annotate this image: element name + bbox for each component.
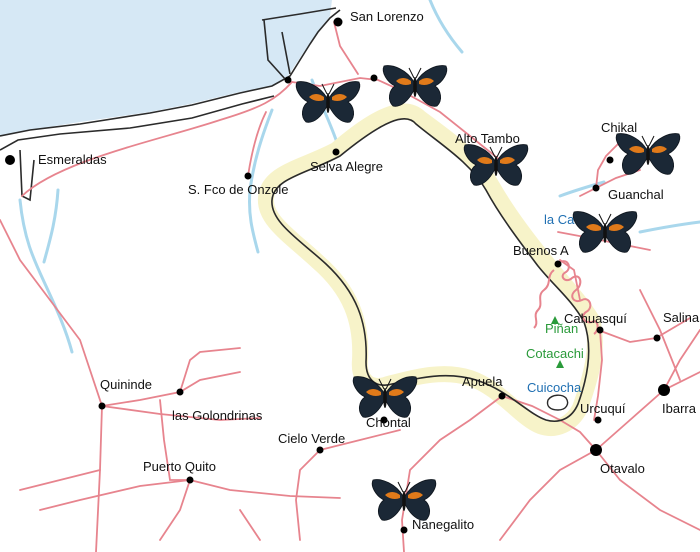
label-otavalo: Otavalo — [600, 461, 645, 476]
town-dot-icon — [658, 384, 670, 396]
town-dot-icon — [333, 17, 343, 27]
study-range-outline — [271, 118, 590, 422]
label-pinan: Piñan — [545, 321, 579, 336]
butterfly-icon[interactable] — [351, 375, 419, 421]
label-esmeraldas: Esmeraldas — [38, 152, 107, 167]
coastline-estuary-north — [261, 7, 337, 81]
town-dot-icon — [370, 74, 378, 82]
town-dot-icon — [244, 172, 252, 180]
town-dot-icon — [284, 76, 292, 84]
town-dot-icon — [380, 416, 388, 424]
road-network — [0, 21, 700, 552]
label-las-golondrinas: las Golondrinas — [172, 408, 263, 423]
ridge-boundary — [533, 260, 599, 335]
butterfly-icon[interactable] — [381, 64, 449, 110]
label-cuicocha: Cuicocha — [527, 380, 582, 395]
town-dot-icon — [98, 402, 106, 410]
butterfly-icon[interactable] — [571, 210, 639, 256]
label-apuela: Apuela — [462, 374, 503, 389]
town-dot-icon — [5, 155, 15, 165]
label-ibarra: Ibarra — [662, 401, 696, 416]
label-buenos-aires: Buenos A — [513, 243, 569, 258]
label-guanchal: Guanchal — [608, 187, 664, 202]
town-dot-icon — [316, 446, 324, 454]
label-salinas: Salina — [663, 310, 700, 325]
town-dot-icon — [554, 260, 562, 268]
peak-triangle-icon — [556, 360, 564, 368]
coastline-esmeraldas — [0, 95, 275, 202]
label-s-fco-de-onzole: S. Fco de Onzole — [188, 182, 289, 197]
town-dot-icon — [606, 156, 614, 164]
label-la-carolina: la Ca — [544, 212, 575, 227]
town-markers — [5, 17, 670, 534]
label-alto-tambo: Alto Tambo — [455, 131, 520, 146]
town-dot-icon — [594, 416, 602, 424]
label-cahuasqui: Cahuasquí — [564, 311, 627, 326]
label-quininde: Quininde — [100, 377, 153, 392]
label-urcuqui: Urcuquí — [580, 401, 626, 416]
town-dot-icon — [176, 388, 184, 396]
label-cielo-verde: Cielo Verde — [278, 431, 346, 446]
town-dot-icon — [186, 476, 194, 484]
butterfly-icon[interactable] — [614, 132, 682, 178]
town-dot-icon — [592, 184, 600, 192]
town-dot-icon — [590, 444, 602, 456]
pacific-ocean — [0, 0, 332, 136]
label-cotacachi: Cotacachi — [526, 346, 584, 361]
town-dot-icon — [400, 526, 408, 534]
label-puerto-quito: Puerto Quito — [143, 459, 216, 474]
town-dot-icon — [596, 326, 604, 334]
coastline — [0, 9, 341, 137]
cuicocha-lake — [546, 394, 569, 411]
label-nanegalito: Nanegalito — [412, 517, 475, 532]
peak-triangle-icon — [551, 316, 559, 324]
label-san-lorenzo: San Lorenzo — [350, 9, 424, 24]
label-selva-alegre: Selva Alegre — [310, 159, 383, 174]
town-dot-icon — [653, 334, 661, 342]
town-dot-icon — [498, 392, 506, 400]
label-chikal: Chikal — [601, 120, 638, 135]
butterfly-icon[interactable] — [462, 143, 530, 189]
butterfly-icon[interactable] — [370, 478, 438, 524]
label-chontal: Chontal — [366, 415, 411, 430]
butterfly-icon[interactable] — [294, 80, 362, 126]
town-dot-icon — [332, 148, 340, 156]
